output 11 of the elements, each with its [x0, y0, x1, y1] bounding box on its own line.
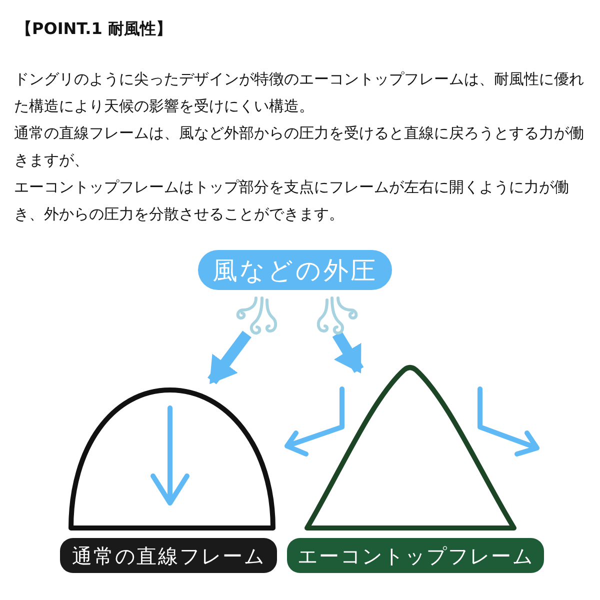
paragraph: 通常の直線フレームは、風など外部からの圧力を受けると直線に戻ろうとする力が働きますが、 [14, 123, 585, 171]
arrow [332, 331, 364, 374]
title: 【POINT.1 耐風性】 [16, 18, 172, 40]
label-pill: 通常の直線フレーム [60, 538, 277, 573]
dome-outline [68, 387, 276, 531]
arrow [208, 330, 252, 384]
label-pill: エーコントップフレーム [287, 538, 544, 573]
paragraph: ドングリのように尖ったデザインが特徴のエーコントップフレームは、耐風性に優れた構造により天候の影響を受けにくい構造。 [14, 69, 585, 117]
heading-pill: 風などの外圧 [198, 250, 392, 290]
pointed-arch-outline [304, 364, 517, 531]
paragraph: エーコントップフレームはトップ部分を支点にフレームが左右に開くように力が働き、外からの圧力を分散させることができます。 [14, 177, 570, 225]
